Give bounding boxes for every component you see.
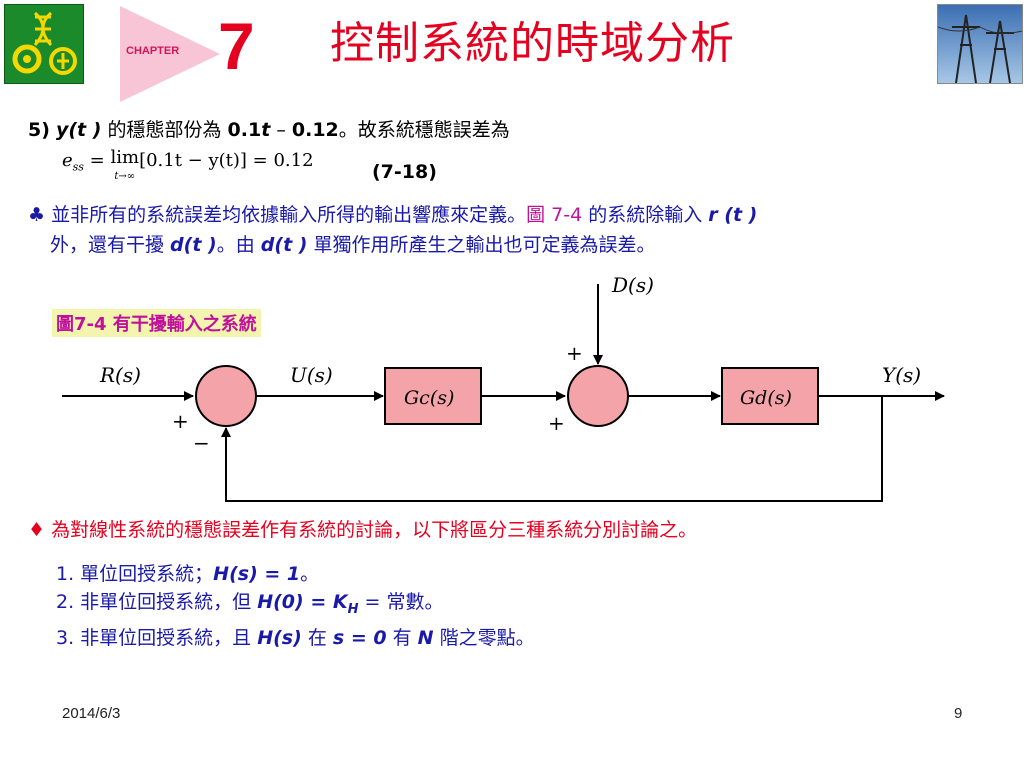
list-item-3-suffix: 階之零點。 (433, 626, 535, 649)
bullet1-text3: 外，還有干擾 (50, 234, 171, 256)
list-item-1-suffix: 。 (300, 563, 320, 585)
item-number: 5) (28, 119, 50, 141)
bullet1-text1: 並非所有的系統誤差均依據輸入所得的輸出響應來定義。 (51, 204, 527, 226)
figure-caption: 圖7-4 有干擾輸入之系統 (52, 309, 261, 337)
label-U: U(s) (290, 363, 333, 387)
list-item-2-prefix: 2. 非單位回授系統，但 (56, 591, 258, 613)
y-arg: (t ) (68, 119, 102, 141)
list-item-3-prefix: 3. 非單位回授系統，且 (56, 626, 258, 649)
chapter-label: CHAPTER (126, 45, 180, 57)
plant-block (721, 367, 819, 425)
value-0-1: 0.1 (227, 119, 262, 141)
list-item-3-mid2: 有 (386, 626, 418, 649)
label-Gd: Gd(s) (740, 387, 792, 409)
chapter-number: 7 (218, 9, 255, 83)
list-item-3-mid: 在 (301, 626, 333, 649)
list-item-3-math2: s = 0 (332, 626, 387, 649)
eq-lhs-sub: ss (72, 160, 84, 174)
sign-plus-3: + (548, 411, 565, 435)
line1-text2: 。故系統穩態誤差為 (338, 119, 510, 141)
system-type-list: 1. 單位回授系統；H(s) = 1。 2. 非單位回授系統，但 H(0) = … (56, 560, 535, 652)
bullet-discussion: ♦ 為對線性系統的穩態誤差作有系統的討論，以下將區分三種系統分別討論之。 (28, 518, 697, 542)
eq-lim-sub: t→∞ (114, 171, 136, 182)
equation-number: (7-18) (372, 161, 437, 183)
t-symbol: t (261, 119, 271, 141)
summing-junction-1 (195, 365, 257, 427)
chapter-arrow-shape (120, 6, 220, 102)
bullet-disturbance-paragraph: ♣ 並非所有的系統誤差均依據輸入所得的輸出響應來定義。圖 7-4 的系統除輸入 … (28, 203, 988, 227)
r-arg: (t ) (717, 204, 758, 226)
sign-plus-2: + (566, 341, 583, 365)
bullet2-text: 為對線性系統的穩態誤差作有系統的討論，以下將區分三種系統分別討論之。 (51, 519, 698, 541)
bullet1-text4: 。由 (216, 234, 261, 256)
diamond-bullet-icon: ♦ (28, 519, 46, 541)
club-bullet-icon: ♣ (28, 204, 46, 226)
university-logo (4, 4, 84, 84)
eq-lhs: e (62, 150, 73, 171)
slide-title: 控制系統的時域分析 (330, 18, 735, 69)
list-item-3-math: H(s) (257, 626, 302, 649)
list-item-2-sub: H (347, 601, 359, 617)
list-item: 3. 非單位回授系統，且 H(s) 在 s = 0 有 N 階之零點。 (56, 624, 535, 652)
sign-minus: − (193, 431, 210, 455)
block-diagram: R(s) + − U(s) Gc(s) + + D(s) Gd(s) Y(s) (62, 273, 945, 502)
label-Gc: Gc(s) (404, 387, 454, 409)
equation-7-18: ess = lim t→∞[0.1t − y(t)] = 0.12 (62, 147, 314, 185)
d-symbol-2: d (260, 234, 275, 256)
power-tower-photo (937, 4, 1023, 84)
summing-junction-2 (567, 365, 629, 427)
list-item: 1. 單位回授系統；H(s) = 1。 (56, 560, 535, 588)
d-arg-2: (t ) (274, 234, 308, 256)
eq-bracket: [0.1t − y(t)] = 0.12 (139, 150, 314, 171)
d-symbol-1: d (170, 234, 184, 256)
label-Y: Y(s) (882, 363, 921, 387)
list-item-3-math3: N (417, 626, 434, 649)
transmission-tower-icon (938, 5, 1022, 83)
label-R: R(s) (99, 363, 141, 387)
page-number: 9 (954, 705, 963, 722)
d-arg-1: (t ) (183, 234, 217, 256)
label-D: D(s) (611, 273, 654, 297)
figure-ref: 圖 7-4 (526, 204, 583, 226)
list-item-2-suffix: = 常數。 (358, 591, 444, 613)
sign-plus-1: + (172, 409, 189, 433)
steady-state-line: 5) y(t ) 的穩態部份為 0.1t – 0.12。故系統穩態誤差為 (28, 118, 510, 142)
gear-dna-logo-icon (12, 11, 77, 75)
eq-equals: = (83, 150, 111, 171)
eq-lim: lim (110, 147, 140, 168)
bullet-disturbance-line2: 外，還有干擾 d(t )。由 d(t ) 單獨作用所產生之輸出也可定義為誤差。 (50, 233, 656, 257)
bullet1-text2: 的系統除輸入 (582, 204, 709, 226)
line1-text1: 的穩態部份為 (101, 119, 228, 141)
y-symbol: y (55, 119, 69, 141)
value-0-12: 0.12 (291, 119, 339, 141)
list-item: 2. 非單位回授系統，但 H(0) = KH = 常數。 (56, 588, 535, 624)
list-item-1-prefix: 1. 單位回授系統； (56, 563, 214, 585)
r-symbol: r (708, 204, 718, 226)
feedback-path (221, 396, 883, 502)
list-item-2-math: H(0) = K (257, 591, 348, 613)
bullet1-text5: 單獨作用所產生之輸出也可定義為誤差。 (307, 234, 656, 256)
footer-date: 2014/6/3 (62, 705, 121, 722)
dash: – (270, 119, 292, 141)
list-item-1-math: H(s) = 1 (213, 563, 301, 585)
